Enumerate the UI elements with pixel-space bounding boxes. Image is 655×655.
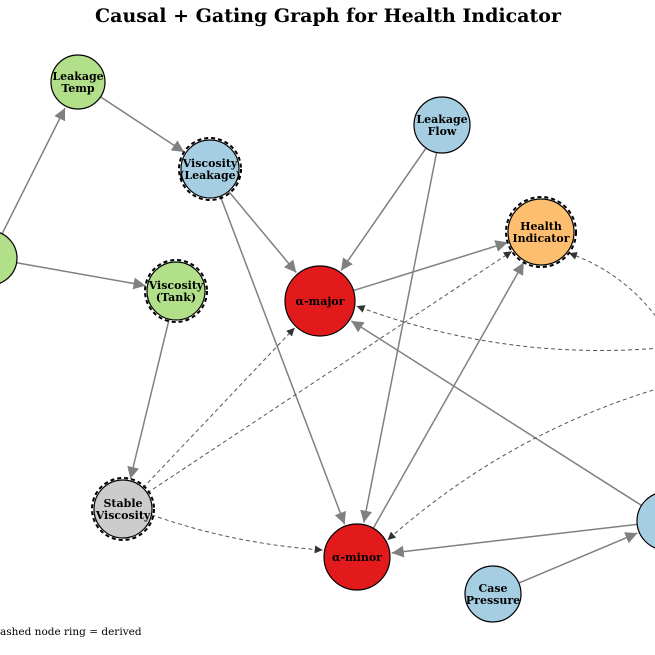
node-label: Viscosity [148,279,204,292]
node-label: Stable [103,497,142,510]
node-label: (Leakage) [179,169,241,182]
node-circle [146,261,206,321]
node-label: (Tank) [156,291,196,304]
node-viscosity_tank[interactable]: Viscosity(Tank) [144,259,208,323]
edge-offscreen_right_b-to-alpha_major [356,305,655,351]
edge-stable_viscosity-to-alpha_minor [151,514,323,554]
node-label: Health [520,220,562,233]
edge-left_partial-to-viscosity_tank [16,261,146,290]
derived-ring [144,259,208,323]
node-circle [464,565,522,623]
node-label: Leakage [416,113,467,126]
node-circle [93,479,153,539]
node-circle [323,523,391,591]
node-label: Leakage [52,70,103,83]
nodes-layer: LeakageTemppViscosity(Leakage)Viscosity(… [0,54,655,623]
edge-left_partial-to-leakage_temp [1,107,66,235]
node-label: Case [478,582,507,595]
edge-offscreen_right_c-to-alpha_minor [387,389,655,541]
node-label: Flow [428,125,457,138]
edge-viscosity_leakage-to-alpha_major [227,190,297,274]
derived-ring [91,477,155,541]
edge-right_partial-to-alpha_major [350,320,642,507]
edge-alpha_major-to-health_indicator [353,240,508,292]
node-circle [50,54,106,110]
graph-title: Causal + Gating Graph for Health Indicat… [95,5,562,27]
edge-right_partial-to-alpha_minor [391,523,638,558]
edge-leakage_temp-to-viscosity_leakage [100,96,185,153]
node-circle [180,139,240,199]
node-circle [284,265,356,337]
node-label: Indicator [512,232,569,245]
node-circle [0,232,18,284]
edge-viscosity_leakage-to-alpha_minor [219,195,346,525]
edge-offscreen_right_a-to-health_indicator [568,252,655,317]
edge-alpha_minor-to-health_indicator [372,262,525,529]
legend-footnote: ashed node ring = derived [0,626,142,638]
node-alpha_minor[interactable]: α-minor [323,523,391,591]
node-label: Pressure [466,594,520,607]
node-label: Viscosity [182,157,238,170]
node-alpha_major[interactable]: α-major [284,265,356,337]
derived-ring [505,196,577,268]
derived-ring [178,137,242,201]
node-label: α-major [296,295,345,308]
edge-case_pressure-to-right_partial [518,532,638,584]
edge-leakage_flow-to-alpha_minor [360,152,438,523]
node-label: Viscosity [95,509,151,522]
node-circle [413,96,471,154]
node-left_partial[interactable]: p [0,231,18,285]
edge-leakage_flow-to-alpha_major [340,147,427,272]
edge-stable_viscosity-to-health_indicator [146,250,513,494]
node-circle [507,198,575,266]
edges-layer [1,96,655,584]
node-viscosity_leakage[interactable]: Viscosity(Leakage) [178,137,242,201]
node-label: Temp [61,82,95,95]
edge-stable_viscosity-to-alpha_major [142,327,295,489]
edge-viscosity_tank-to-stable_viscosity [127,319,170,480]
node-label: α-minor [332,551,382,564]
node-right_partial[interactable] [636,492,655,550]
node-circle [636,493,655,549]
